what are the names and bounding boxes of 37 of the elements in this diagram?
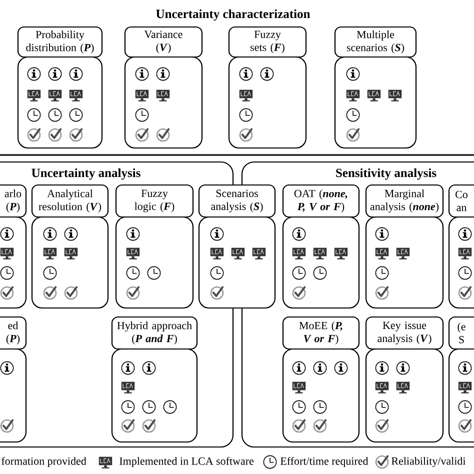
icon-panel (111, 348, 198, 443)
icon-panel (365, 216, 444, 309)
heading-box: Fuzzy logic (F) (115, 184, 194, 218)
title: Uncertainty characterization (156, 9, 310, 21)
icon-panel (0, 216, 27, 309)
legend-label: Implemented in LCA software (120, 456, 254, 468)
heading-box: Marginal analysis (none) (365, 184, 444, 218)
heading-box: Key issue analysis (V) (365, 316, 444, 350)
icon-panel (115, 216, 194, 309)
icon-panel (448, 348, 474, 443)
legend-label: Reliability/validi (392, 457, 466, 467)
icon-panel (365, 348, 444, 443)
heading-box: Probability distribution (P) (17, 26, 103, 58)
icon-panel (282, 348, 360, 443)
icon-panel (334, 56, 417, 149)
heading-box: MoEE (P, V or F) (282, 316, 360, 350)
heading-box: Multiple scenarios (S) (334, 26, 417, 58)
legend-label: Effort/time required (280, 456, 368, 468)
icon-panel (124, 56, 203, 149)
heading-box: ed (P) (0, 316, 27, 350)
icon-panel (448, 216, 474, 309)
heading-box: Variance (V) (124, 26, 203, 58)
legend-label: formation provided (2, 456, 86, 468)
icon-panel (282, 216, 360, 309)
heading-box: arlo (P) (0, 184, 27, 218)
heading-box: Analytical resolution (V) (31, 184, 109, 218)
heading-box: Scenarios analysis (S) (198, 184, 276, 218)
heading-box: Hybrid approach (P and F) (111, 316, 198, 350)
icon-panel (198, 216, 276, 309)
heading-box: (e S (448, 316, 474, 350)
heading-box: Co an (448, 184, 474, 218)
heading-box: OAT (none, P, V or F) (282, 184, 360, 218)
heading-box: Fuzzy sets (F) (228, 26, 307, 58)
icon-panel (0, 348, 27, 443)
icon-panel (17, 56, 103, 149)
icon-panel (31, 216, 109, 309)
icon-panel (228, 56, 307, 149)
